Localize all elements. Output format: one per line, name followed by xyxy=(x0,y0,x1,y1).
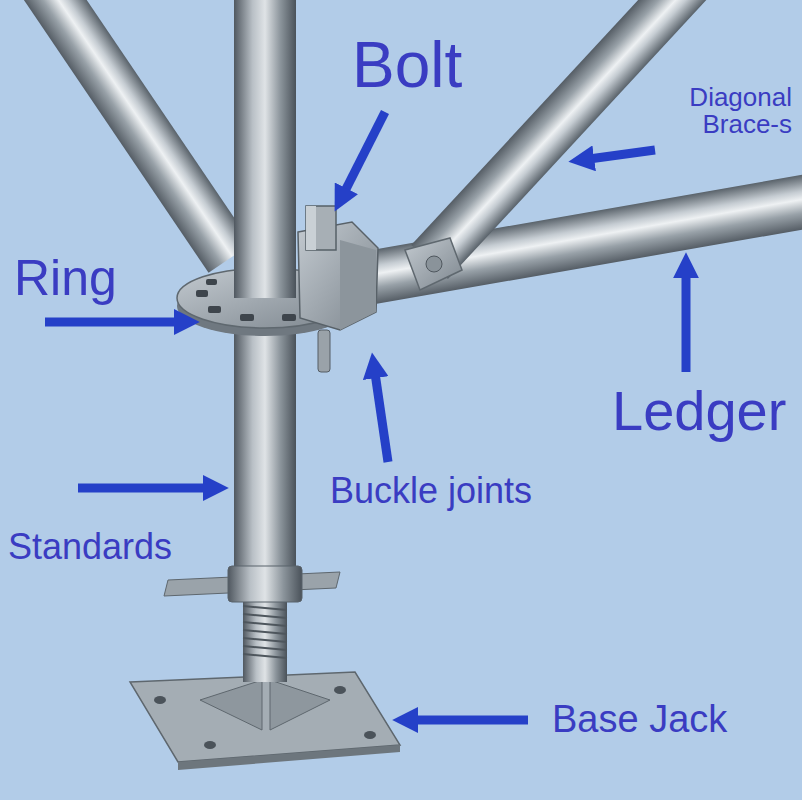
ledger-tube xyxy=(340,173,802,308)
base-jack xyxy=(204,741,216,749)
base-jack xyxy=(243,622,287,626)
ring-rosette xyxy=(234,0,296,298)
ring-rosette xyxy=(240,314,254,321)
base-jack xyxy=(154,696,166,704)
part-label: Base Jack xyxy=(552,700,727,740)
leader-arrow xyxy=(589,150,655,159)
base-jack xyxy=(228,566,302,602)
base-jack xyxy=(334,686,346,694)
leader-arrow xyxy=(45,112,686,720)
part-label: Diagonal Brace-s xyxy=(660,84,792,139)
brace-clamp xyxy=(426,256,442,272)
diagonal-brace xyxy=(13,0,251,273)
base-jack xyxy=(243,606,287,658)
wedge-bolt xyxy=(306,206,316,250)
part-label: Ledger xyxy=(612,382,786,441)
ring-rosette xyxy=(208,306,221,313)
leader-arrow xyxy=(45,318,179,327)
leader-arrow xyxy=(375,373,388,462)
standard-tube xyxy=(234,0,296,585)
diagonal-brace xyxy=(13,0,251,273)
buckle-joint xyxy=(340,240,376,330)
base-jack xyxy=(270,680,330,730)
base-jack xyxy=(200,680,262,730)
brace-clamp xyxy=(405,238,462,290)
ledger-tube xyxy=(340,173,802,308)
base-jack xyxy=(243,654,287,658)
leader-arrow xyxy=(413,716,528,725)
leader-arrow xyxy=(344,112,385,193)
base-jack xyxy=(243,614,287,618)
leader-arrow xyxy=(682,273,691,372)
base-jack xyxy=(364,731,376,739)
ring-rosette xyxy=(282,314,296,321)
part-label: Standards xyxy=(8,528,172,566)
part-label: Buckle joints xyxy=(330,472,532,510)
base-jack xyxy=(130,566,400,770)
base-jack xyxy=(243,646,287,650)
part-label: Ring xyxy=(14,252,117,305)
ring-rosette xyxy=(196,290,208,297)
buckle-joint xyxy=(318,330,330,372)
base-jack xyxy=(243,598,287,682)
standard-tube xyxy=(234,0,296,585)
wedge-bolt xyxy=(306,206,336,250)
base-jack xyxy=(243,630,287,634)
leader-arrow xyxy=(78,484,208,493)
wedge-bolt xyxy=(306,206,336,250)
brace-clamp xyxy=(405,238,462,290)
base-jack xyxy=(243,606,287,610)
base-jack xyxy=(243,638,287,642)
ring-rosette xyxy=(206,279,217,285)
part-label: Bolt xyxy=(352,32,462,99)
